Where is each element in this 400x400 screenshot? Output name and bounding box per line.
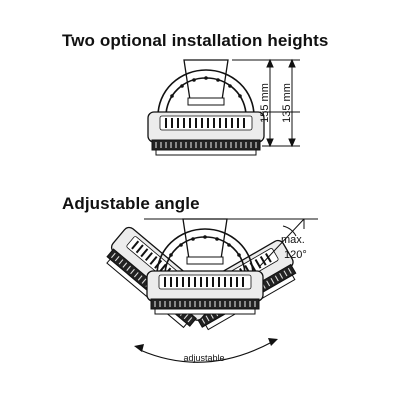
heading-adjustable-angle: Adjustable angle xyxy=(62,194,200,213)
dimension-lines xyxy=(232,58,300,148)
dimension-155mm: 155 mm xyxy=(259,83,271,123)
angle-indicator xyxy=(259,218,305,267)
angle-max-label: max. xyxy=(281,234,305,246)
adjustable-arc xyxy=(139,341,273,363)
adjustable-label: adjustable xyxy=(183,353,224,363)
arc-arrow-right-icon xyxy=(268,338,278,346)
arc-arrow-left-icon xyxy=(134,344,144,352)
dimension-135mm: 135 mm xyxy=(281,83,293,123)
lamp-side-view xyxy=(147,59,265,156)
ceiling-line xyxy=(144,218,318,229)
heading-installation-heights: Two optional installation heights xyxy=(62,31,329,50)
angle-value-label: 120° xyxy=(284,249,307,261)
